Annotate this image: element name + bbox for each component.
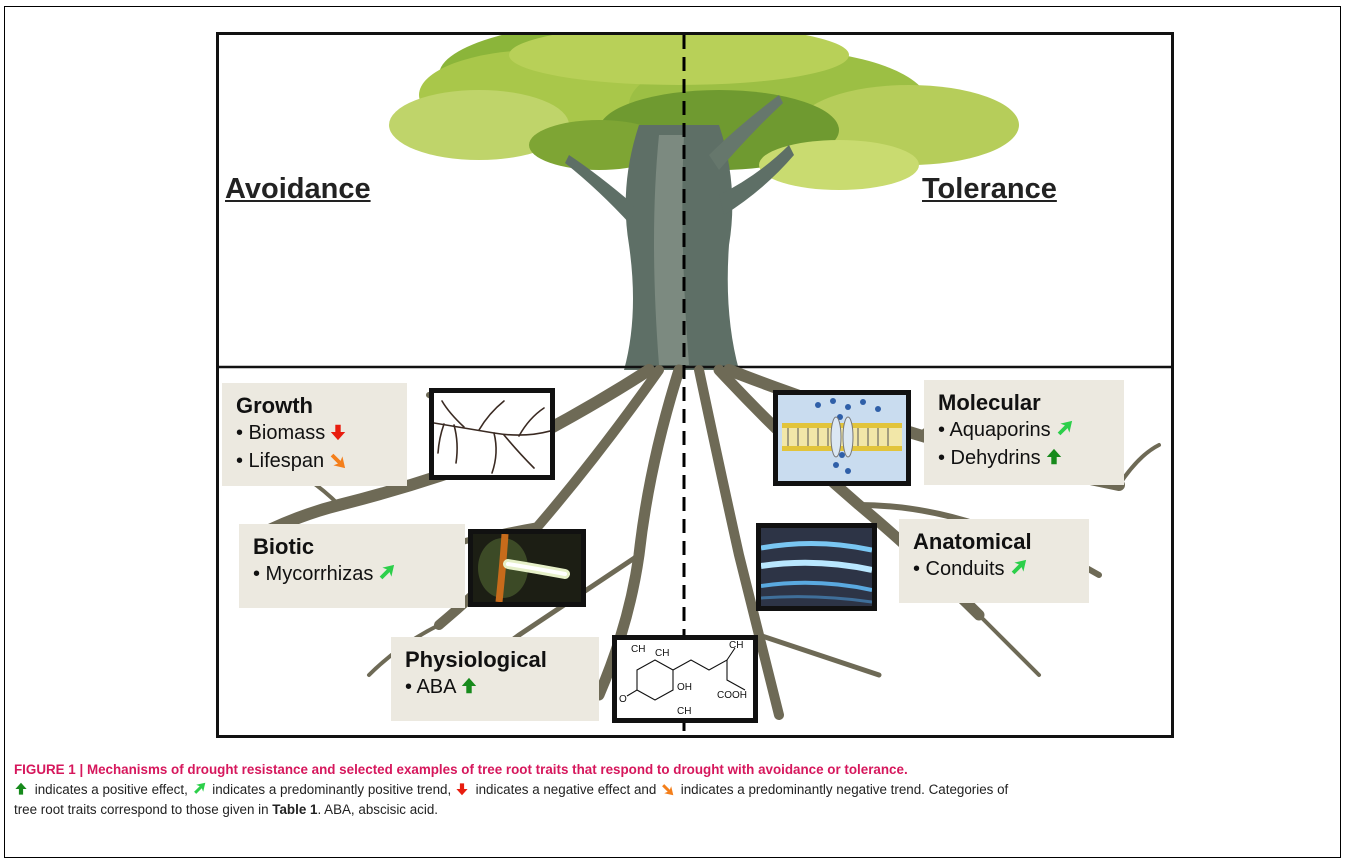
caption-text: indicates a predominantly negative trend… (677, 782, 1009, 797)
aba-ch3-label: CH (631, 644, 645, 655)
conduits-photo (756, 523, 877, 611)
lifespan-label: • Lifespan (236, 450, 325, 472)
aquaporins-label: • Aquaporins (938, 419, 1051, 441)
tolerance-heading: Tolerance (922, 173, 1057, 205)
anatomical-title: Anatomical (913, 529, 1032, 554)
caption-text: . ABA, abscisic acid. (317, 802, 439, 817)
growth-item-lifespan: • Lifespan (236, 447, 393, 475)
down-arrow-icon (329, 423, 347, 441)
aba-ch3-label: CH (677, 706, 691, 717)
aba-oh-label: OH (677, 682, 692, 693)
aba-o-label: O (619, 694, 627, 705)
biomass-label: • Biomass (236, 422, 326, 444)
caption-line-2: tree root traits correspond to those giv… (14, 800, 1334, 820)
membrane-aquaporin-image (773, 390, 911, 486)
tree-illustration (219, 35, 1171, 735)
aba-structure-image: CH CH CH CH OH O COOH (612, 635, 758, 723)
diagonal-down-arrow-icon (328, 451, 346, 469)
biotic-title: Biotic (253, 534, 315, 559)
figure-frame (4, 6, 1341, 858)
physiological-item-aba: • ABA (405, 673, 585, 701)
growth-box: Growth • Biomass • Lifespan (222, 383, 407, 486)
diagonal-up-arrow-icon (1055, 420, 1073, 438)
up-arrow-icon (1045, 448, 1063, 466)
molecular-item-aquaporins: • Aquaporins (938, 416, 1110, 444)
molecular-item-dehydrins: • Dehydrins (938, 444, 1110, 472)
down-arrow-icon (455, 782, 469, 796)
caption-text: indicates a positive effect, (31, 782, 192, 797)
diagonal-down-arrow-icon (660, 782, 674, 796)
aba-ch3-label: CH (729, 640, 743, 651)
conduits-label: • Conduits (913, 558, 1005, 580)
figure-caption: FIGURE 1 | Mechanisms of drought resista… (14, 760, 1334, 820)
up-arrow-icon (460, 677, 478, 695)
caption-text: tree root traits correspond to those giv… (14, 802, 273, 817)
physiological-box: Physiological • ABA (391, 637, 599, 721)
biotic-box: Biotic • Mycorrhizas (239, 524, 465, 608)
dehydrins-label: • Dehydrins (938, 447, 1041, 469)
mycorrhizas-label: • Mycorrhizas (253, 563, 374, 585)
diagonal-up-arrow-icon (377, 564, 395, 582)
anatomical-item-conduits: • Conduits (913, 555, 1075, 583)
figure-panel: Avoidance Tolerance Growth • Biomass • L… (216, 32, 1174, 738)
fine-roots-photo (429, 388, 555, 480)
caption-text: indicates a predominantly positive trend… (208, 782, 455, 797)
diagonal-up-arrow-icon (1009, 559, 1027, 577)
tree-trunk (565, 95, 794, 370)
diagonal-up-arrow-icon (192, 782, 206, 796)
growth-title: Growth (236, 393, 313, 418)
up-arrow-icon (14, 782, 28, 796)
table-reference: Table 1 (272, 802, 318, 817)
avoidance-heading: Avoidance (225, 173, 371, 205)
aba-cooh-label: COOH (717, 690, 747, 701)
aba-label: • ABA (405, 676, 457, 698)
biotic-item-mycorrhizas: • Mycorrhizas (253, 560, 451, 588)
mycorrhizas-photo (468, 529, 586, 607)
growth-item-biomass: • Biomass (236, 419, 393, 447)
anatomical-box: Anatomical • Conduits (899, 519, 1089, 603)
caption-legend-line: indicates a positive effect, indicates a… (14, 780, 1334, 800)
physiological-title: Physiological (405, 647, 547, 672)
molecular-box: Molecular • Aquaporins • Dehydrins (924, 380, 1124, 485)
molecular-title: Molecular (938, 390, 1041, 415)
aba-ch3-label: CH (655, 648, 669, 659)
caption-title: FIGURE 1 | Mechanisms of drought resista… (14, 762, 908, 777)
caption-text: indicates a negative effect and (471, 782, 661, 797)
